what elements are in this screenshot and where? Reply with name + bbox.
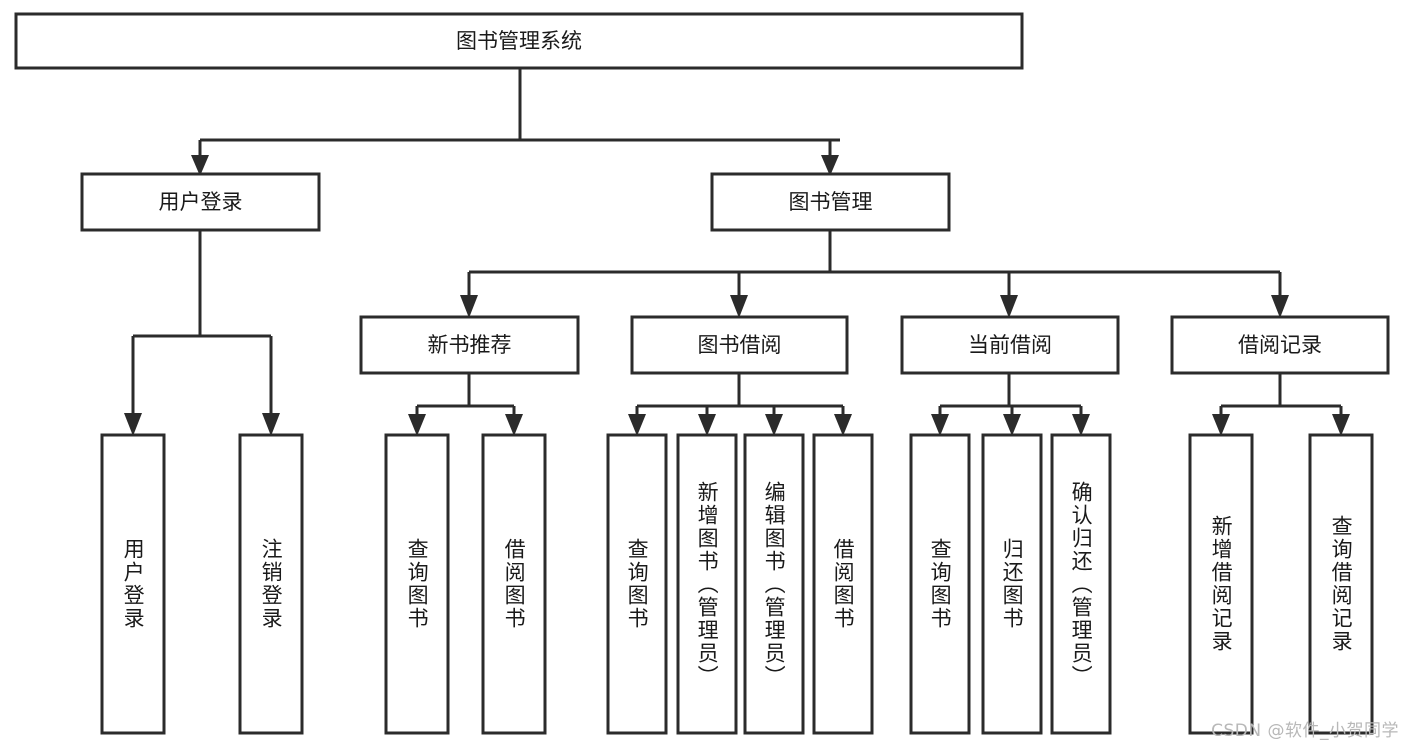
- watermark: CSDN @软件_小贺同学: [1211, 721, 1399, 741]
- arrow-bb-leaf1-icon: [628, 414, 646, 436]
- arrow-bb-leaf4-icon: [834, 414, 852, 436]
- arrow-bm-book-borrow-icon: [730, 295, 748, 318]
- arrow-cb-leaf3-icon: [1072, 414, 1090, 436]
- edge-group-book-manage: [460, 230, 1289, 318]
- arrow-cb-leaf1-icon: [931, 414, 949, 436]
- node-box-leaf-add-record[interactable]: [1188, 433, 1254, 735]
- node-box-leaf-query-record[interactable]: [1308, 433, 1374, 735]
- arrow-br-leaf1-icon: [1212, 414, 1230, 436]
- arrow-bb-leaf2-icon: [698, 414, 716, 436]
- arrow-bm-current-borrow-icon: [1000, 295, 1018, 318]
- node-label-book-borrow: 图书借阅: [698, 333, 782, 357]
- node-box-new-book-rec[interactable]: [359, 315, 580, 375]
- node-box-user-login[interactable]: [80, 172, 321, 232]
- edge-group-current-borrow: [931, 373, 1090, 436]
- arrow-root-to-book-manage-icon: [821, 155, 839, 176]
- node-box-leaf-add-book[interactable]: [676, 433, 738, 735]
- edge-group-root: [191, 68, 840, 176]
- node-box-leaf-return-book[interactable]: [981, 433, 1043, 735]
- arrow-br-leaf2-icon: [1332, 414, 1350, 436]
- arrow-bm-borrow-record-icon: [1271, 295, 1289, 318]
- node-label-book-manage: 图书管理: [789, 190, 873, 214]
- node-box-current-borrow[interactable]: [900, 315, 1120, 375]
- node-box-leaf-confirm-return[interactable]: [1050, 433, 1112, 735]
- node-label-root: 图书管理系统: [456, 29, 582, 53]
- arrow-root-to-user-login-icon: [191, 155, 209, 176]
- arrow-user-login-leaf1-icon: [124, 413, 142, 436]
- edge-group-user-login: [124, 230, 280, 436]
- node-box-leaf-borrow-book-rec[interactable]: [481, 433, 547, 735]
- node-box-leaf-user-login[interactable]: [100, 433, 166, 735]
- node-box-leaf-query-book-rec[interactable]: [384, 433, 450, 735]
- node-box-layer: [14, 12, 1390, 735]
- arrow-bm-new-book-rec-icon: [460, 295, 478, 318]
- node-label-user-login: 用户登录: [159, 190, 243, 214]
- edge-group-borrow-record: [1212, 373, 1350, 436]
- node-box-leaf-query-book-borrow[interactable]: [606, 433, 668, 735]
- node-label-new-book-rec: 新书推荐: [428, 333, 512, 357]
- arrow-nbr-leaf1-icon: [408, 414, 426, 436]
- node-box-book-manage[interactable]: [710, 172, 951, 232]
- arrow-nbr-leaf2-icon: [505, 414, 523, 436]
- node-box-leaf-borrow-book[interactable]: [812, 433, 874, 735]
- node-box-leaf-user-logout[interactable]: [238, 433, 304, 735]
- node-box-leaf-query-book-cur[interactable]: [909, 433, 971, 735]
- arrow-user-login-leaf2-icon: [262, 413, 280, 436]
- node-label-borrow-record: 借阅记录: [1238, 333, 1322, 357]
- node-box-book-borrow[interactable]: [630, 315, 849, 375]
- node-label-current-borrow: 当前借阅: [968, 333, 1052, 357]
- arrow-bb-leaf3-icon: [765, 414, 783, 436]
- node-box-leaf-edit-book[interactable]: [743, 433, 805, 735]
- edge-group-book-borrow: [628, 373, 852, 436]
- edge-group-new-book-rec: [408, 373, 523, 436]
- node-box-root[interactable]: [14, 12, 1024, 70]
- arrow-cb-leaf2-icon: [1003, 414, 1021, 436]
- node-box-borrow-record[interactable]: [1170, 315, 1390, 375]
